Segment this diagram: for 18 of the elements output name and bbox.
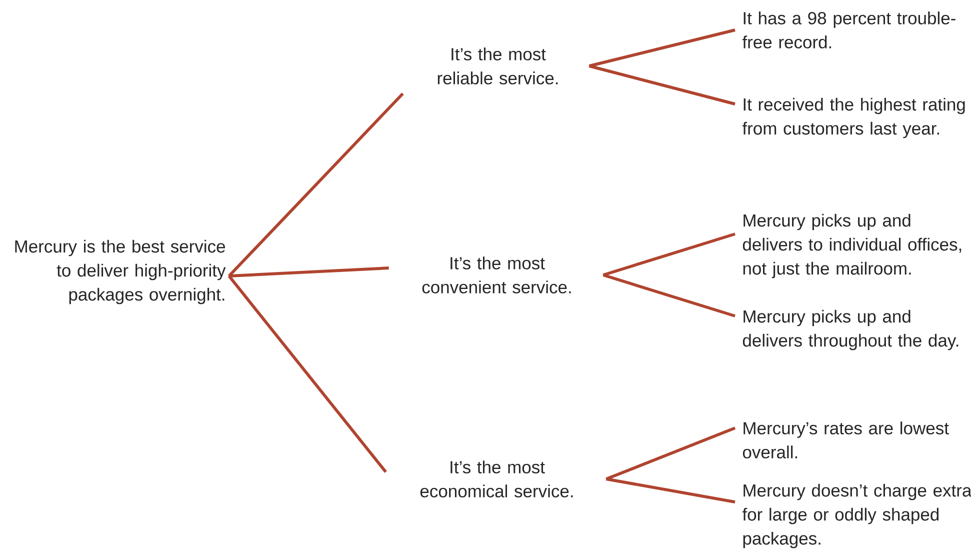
evidence-text: Mercury picks up and delivers throughout the day.: [742, 310, 958, 350]
branch-line: [606, 478, 736, 504]
claim-text: Mercury is the best service to deliver high-priority packages overnight.: [15, 240, 226, 304]
reason-text: It’s the most convenient service.: [422, 256, 571, 294]
branch-line: [606, 426, 736, 480]
branch-line: [228, 275, 387, 473]
evidence-text: It received the highest rating from customers last year.: [742, 98, 965, 138]
branch-line: [228, 92, 404, 278]
reason-text: It’s the most economical service.: [420, 460, 573, 498]
evidence-text: It has a 98 percent trouble-free record.: [742, 12, 956, 48]
evidence-text: Mercury’s rates are lowest overall.: [742, 422, 949, 458]
branch-line: [228, 266, 389, 278]
branch-line: [588, 64, 736, 106]
reason-text: It’s the most reliable service.: [438, 48, 558, 84]
branch-line: [602, 232, 736, 276]
evidence-text: Mercury picks up and delivers to individual offices, not just the mailroom.: [742, 214, 962, 278]
branch-line: [602, 274, 736, 318]
branch-line: [588, 28, 736, 68]
